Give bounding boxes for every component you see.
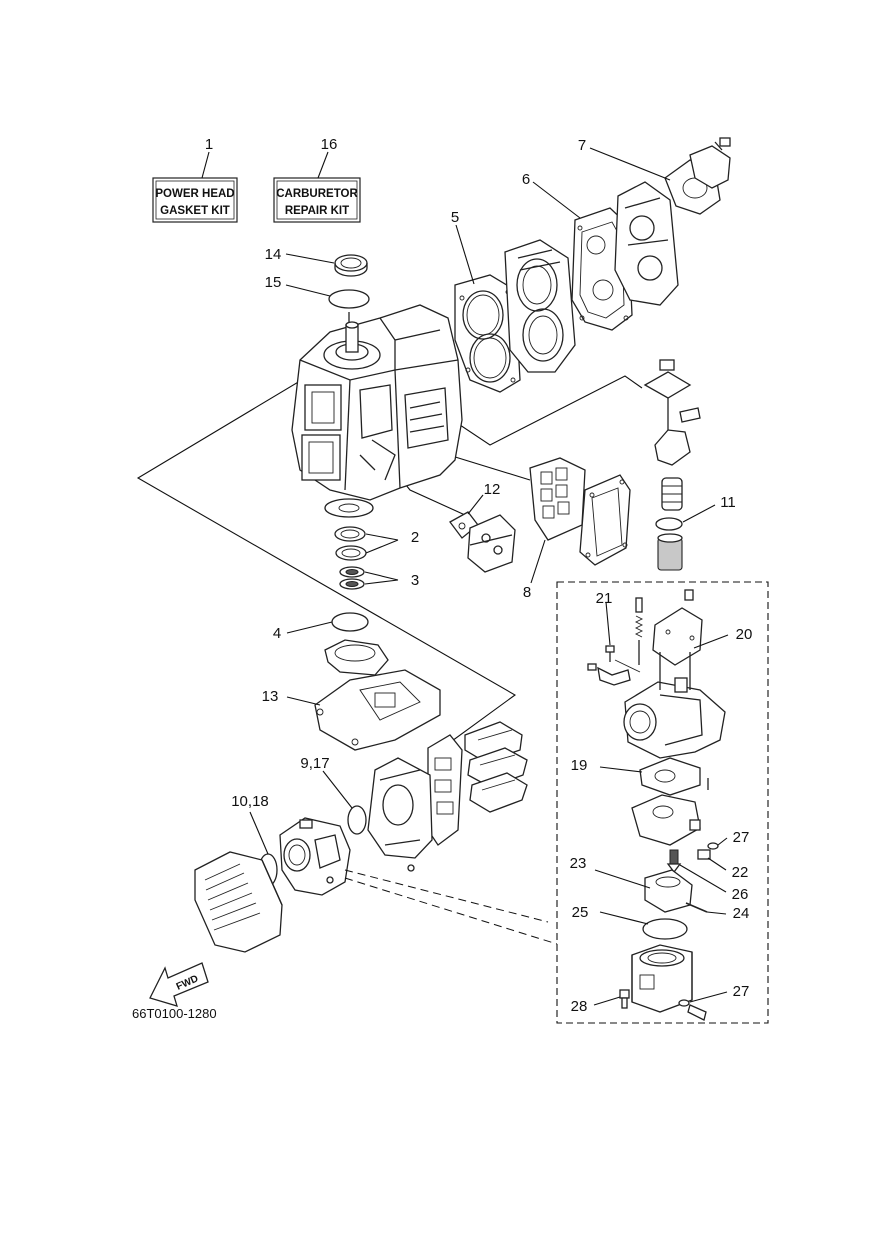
callout-21: 21 (596, 590, 613, 607)
callout-12: 12 (484, 481, 501, 498)
diagram-code: 66T0100-1280 (132, 1006, 217, 1021)
callout-4: 4 (273, 625, 281, 642)
callout-9-17: 9,17 (300, 755, 329, 772)
intake-manifold (367, 757, 433, 872)
exhaust-cover (579, 474, 631, 566)
thermostat-gasket-7 (664, 137, 731, 215)
callout-23: 23 (570, 855, 587, 872)
callout-8: 8 (523, 584, 531, 601)
needle-valve-26 (666, 849, 682, 874)
cylinder-head-cover (614, 181, 679, 306)
float-chamber-cover (631, 794, 701, 846)
carburetor (279, 817, 351, 896)
fwd-arrow-icon: FWD (149, 962, 209, 1007)
gasket-19 (639, 757, 709, 796)
carburetor-kit-line2: REPAIR KIT (285, 205, 349, 217)
gasket-20 (652, 589, 703, 666)
callout-27-upper: 27 (733, 829, 750, 846)
callout-22: 22 (732, 864, 749, 881)
washer-27-upper (707, 842, 719, 850)
power-head-kit-line2: GASKET KIT (160, 205, 230, 217)
power-head-kit-line1: POWER HEAD (155, 188, 234, 200)
cylinder-block (291, 304, 463, 501)
float-chamber (631, 944, 693, 1013)
main-jet-22 (697, 849, 711, 860)
o-ring-9-17 (347, 805, 367, 835)
oil-seal-14 (334, 254, 368, 277)
callout-6: 6 (522, 171, 530, 188)
drain-screw-28 (619, 989, 630, 1009)
callout-15: 15 (265, 274, 282, 291)
callout-26: 26 (732, 886, 749, 903)
carburetor-repair-kit-label: CARBURETOR REPAIR KIT 16 (273, 136, 361, 223)
o-ring-15 (328, 289, 370, 309)
carburetor-detail-box (556, 581, 769, 1024)
callout-16: 16 (321, 136, 338, 153)
cylinder-head (504, 239, 576, 373)
power-head-gasket-kit-label: POWER HEAD GASKET KIT 1 (152, 136, 238, 223)
detail-leaders (344, 869, 558, 945)
oil-seals-2 (334, 526, 367, 561)
float-pin-24 (685, 902, 708, 913)
callout-25: 25 (572, 904, 589, 921)
callout-20: 20 (736, 626, 753, 643)
callout-2: 2 (411, 529, 419, 546)
bearings-3 (339, 566, 365, 590)
washer-27-lower (678, 999, 707, 1021)
callout-27-lower: 27 (733, 983, 750, 1000)
oil-seal-housing (324, 639, 389, 676)
callout-11: 11 (720, 494, 736, 511)
callout-1: 1 (205, 136, 213, 153)
base-gasket-13 (314, 669, 441, 751)
callout-10-18: 10,18 (231, 793, 269, 810)
float-23 (644, 869, 693, 913)
callout-5: 5 (451, 209, 459, 226)
callout-19: 19 (571, 757, 588, 774)
head-gasket-5 (454, 274, 521, 393)
callout-3: 3 (411, 572, 419, 589)
o-ring-4 (331, 612, 369, 632)
o-ring-11 (655, 517, 683, 531)
intake-silencer (194, 851, 283, 953)
carburetor-kit-line1: CARBURETOR (276, 188, 358, 200)
callout-14: 14 (265, 246, 282, 263)
fuel-pump-12 (449, 511, 516, 573)
carburetor-body-detail (623, 652, 726, 759)
float-chamber-gasket-25 (642, 918, 688, 940)
pilot-screw-21 (587, 597, 644, 686)
thermostat-assembly (643, 359, 701, 511)
callout-24: 24 (733, 905, 750, 922)
reed-valves (427, 721, 528, 846)
callout-13: 13 (262, 688, 279, 705)
seal-plate (324, 498, 374, 518)
callout-7: 7 (578, 137, 586, 154)
gasket-8 (529, 457, 586, 541)
anode-plug (657, 533, 683, 571)
callout-28: 28 (571, 998, 588, 1015)
